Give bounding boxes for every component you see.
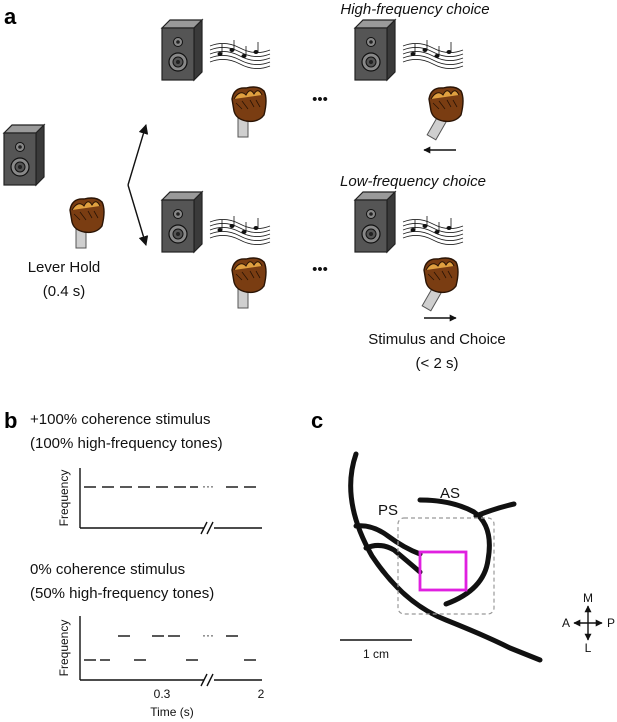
stim2-subtitle: (50% high-frequency tones) [30, 585, 214, 602]
hand-push-lever-icon [426, 86, 464, 141]
hand-lever-icon [231, 86, 267, 138]
compass-p: P [607, 616, 615, 630]
ps-label: PS [378, 502, 398, 519]
axis-break [206, 521, 214, 535]
music-notes-icon [402, 215, 464, 246]
principal-sulcus-lower [363, 542, 423, 575]
compass-icon [573, 605, 603, 641]
recording-region [418, 550, 468, 592]
panel-a-label: a [4, 4, 17, 29]
plot2-dots: ··· [202, 628, 214, 642]
panel-c-label: c [311, 408, 323, 433]
speaker-icon [354, 19, 396, 81]
stim1-title: +100% coherence stimulus [30, 411, 211, 428]
music-notes-icon [209, 39, 271, 70]
ellipsis: ••• [312, 261, 328, 278]
x-axis-label: Time (s) [150, 705, 194, 719]
branch-arrow-down [127, 184, 149, 246]
branch-arrow-up [127, 124, 149, 186]
as-label: AS [440, 485, 460, 502]
hand-push-lever-icon [421, 257, 459, 312]
stimulus-choice-label: Stimulus and Choice [368, 331, 506, 348]
low-frequency-choice-title: Low-frequency choice [340, 173, 486, 190]
stim1-subtitle: (100% high-frequency tones) [30, 435, 223, 452]
speaker-icon [3, 124, 45, 186]
plot1-y-label: Frequency [57, 470, 71, 527]
axis-break [200, 521, 208, 535]
lever-hold-duration: (0.4 s) [43, 283, 86, 300]
hand-lever-icon [69, 197, 105, 249]
hand-lever-icon [231, 257, 267, 309]
arcuate-sulcus [417, 497, 492, 607]
plot1-dots: ··· [202, 479, 214, 493]
arcuate-spur [473, 501, 517, 519]
scale-label: 1 cm [363, 647, 389, 661]
x-tick-0-3: 0.3 [154, 687, 171, 701]
axis-break [206, 673, 214, 687]
outer-sulcus [348, 451, 543, 663]
speaker-icon [161, 191, 203, 253]
lever-hold-label: Lever Hold [28, 259, 101, 276]
principal-sulcus [353, 523, 423, 557]
x-tick-2: 2 [258, 687, 265, 701]
plot2-tones [84, 635, 256, 661]
music-notes-icon [209, 215, 271, 246]
compass-a: A [562, 616, 570, 630]
music-notes-icon [402, 39, 464, 70]
ellipsis: ••• [312, 91, 328, 108]
compass-m: M [583, 591, 593, 605]
speaker-icon [161, 19, 203, 81]
speaker-icon [354, 191, 396, 253]
compass-l: L [585, 641, 592, 655]
panel-b-label: b [4, 408, 17, 433]
stimulus-choice-duration: (< 2 s) [416, 355, 459, 372]
plot2-y-label: Frequency [57, 620, 71, 677]
high-frequency-choice-title: High-frequency choice [340, 1, 489, 18]
recording-chamber [397, 517, 495, 615]
stim2-title: 0% coherence stimulus [30, 561, 185, 578]
axis-break [200, 673, 208, 687]
